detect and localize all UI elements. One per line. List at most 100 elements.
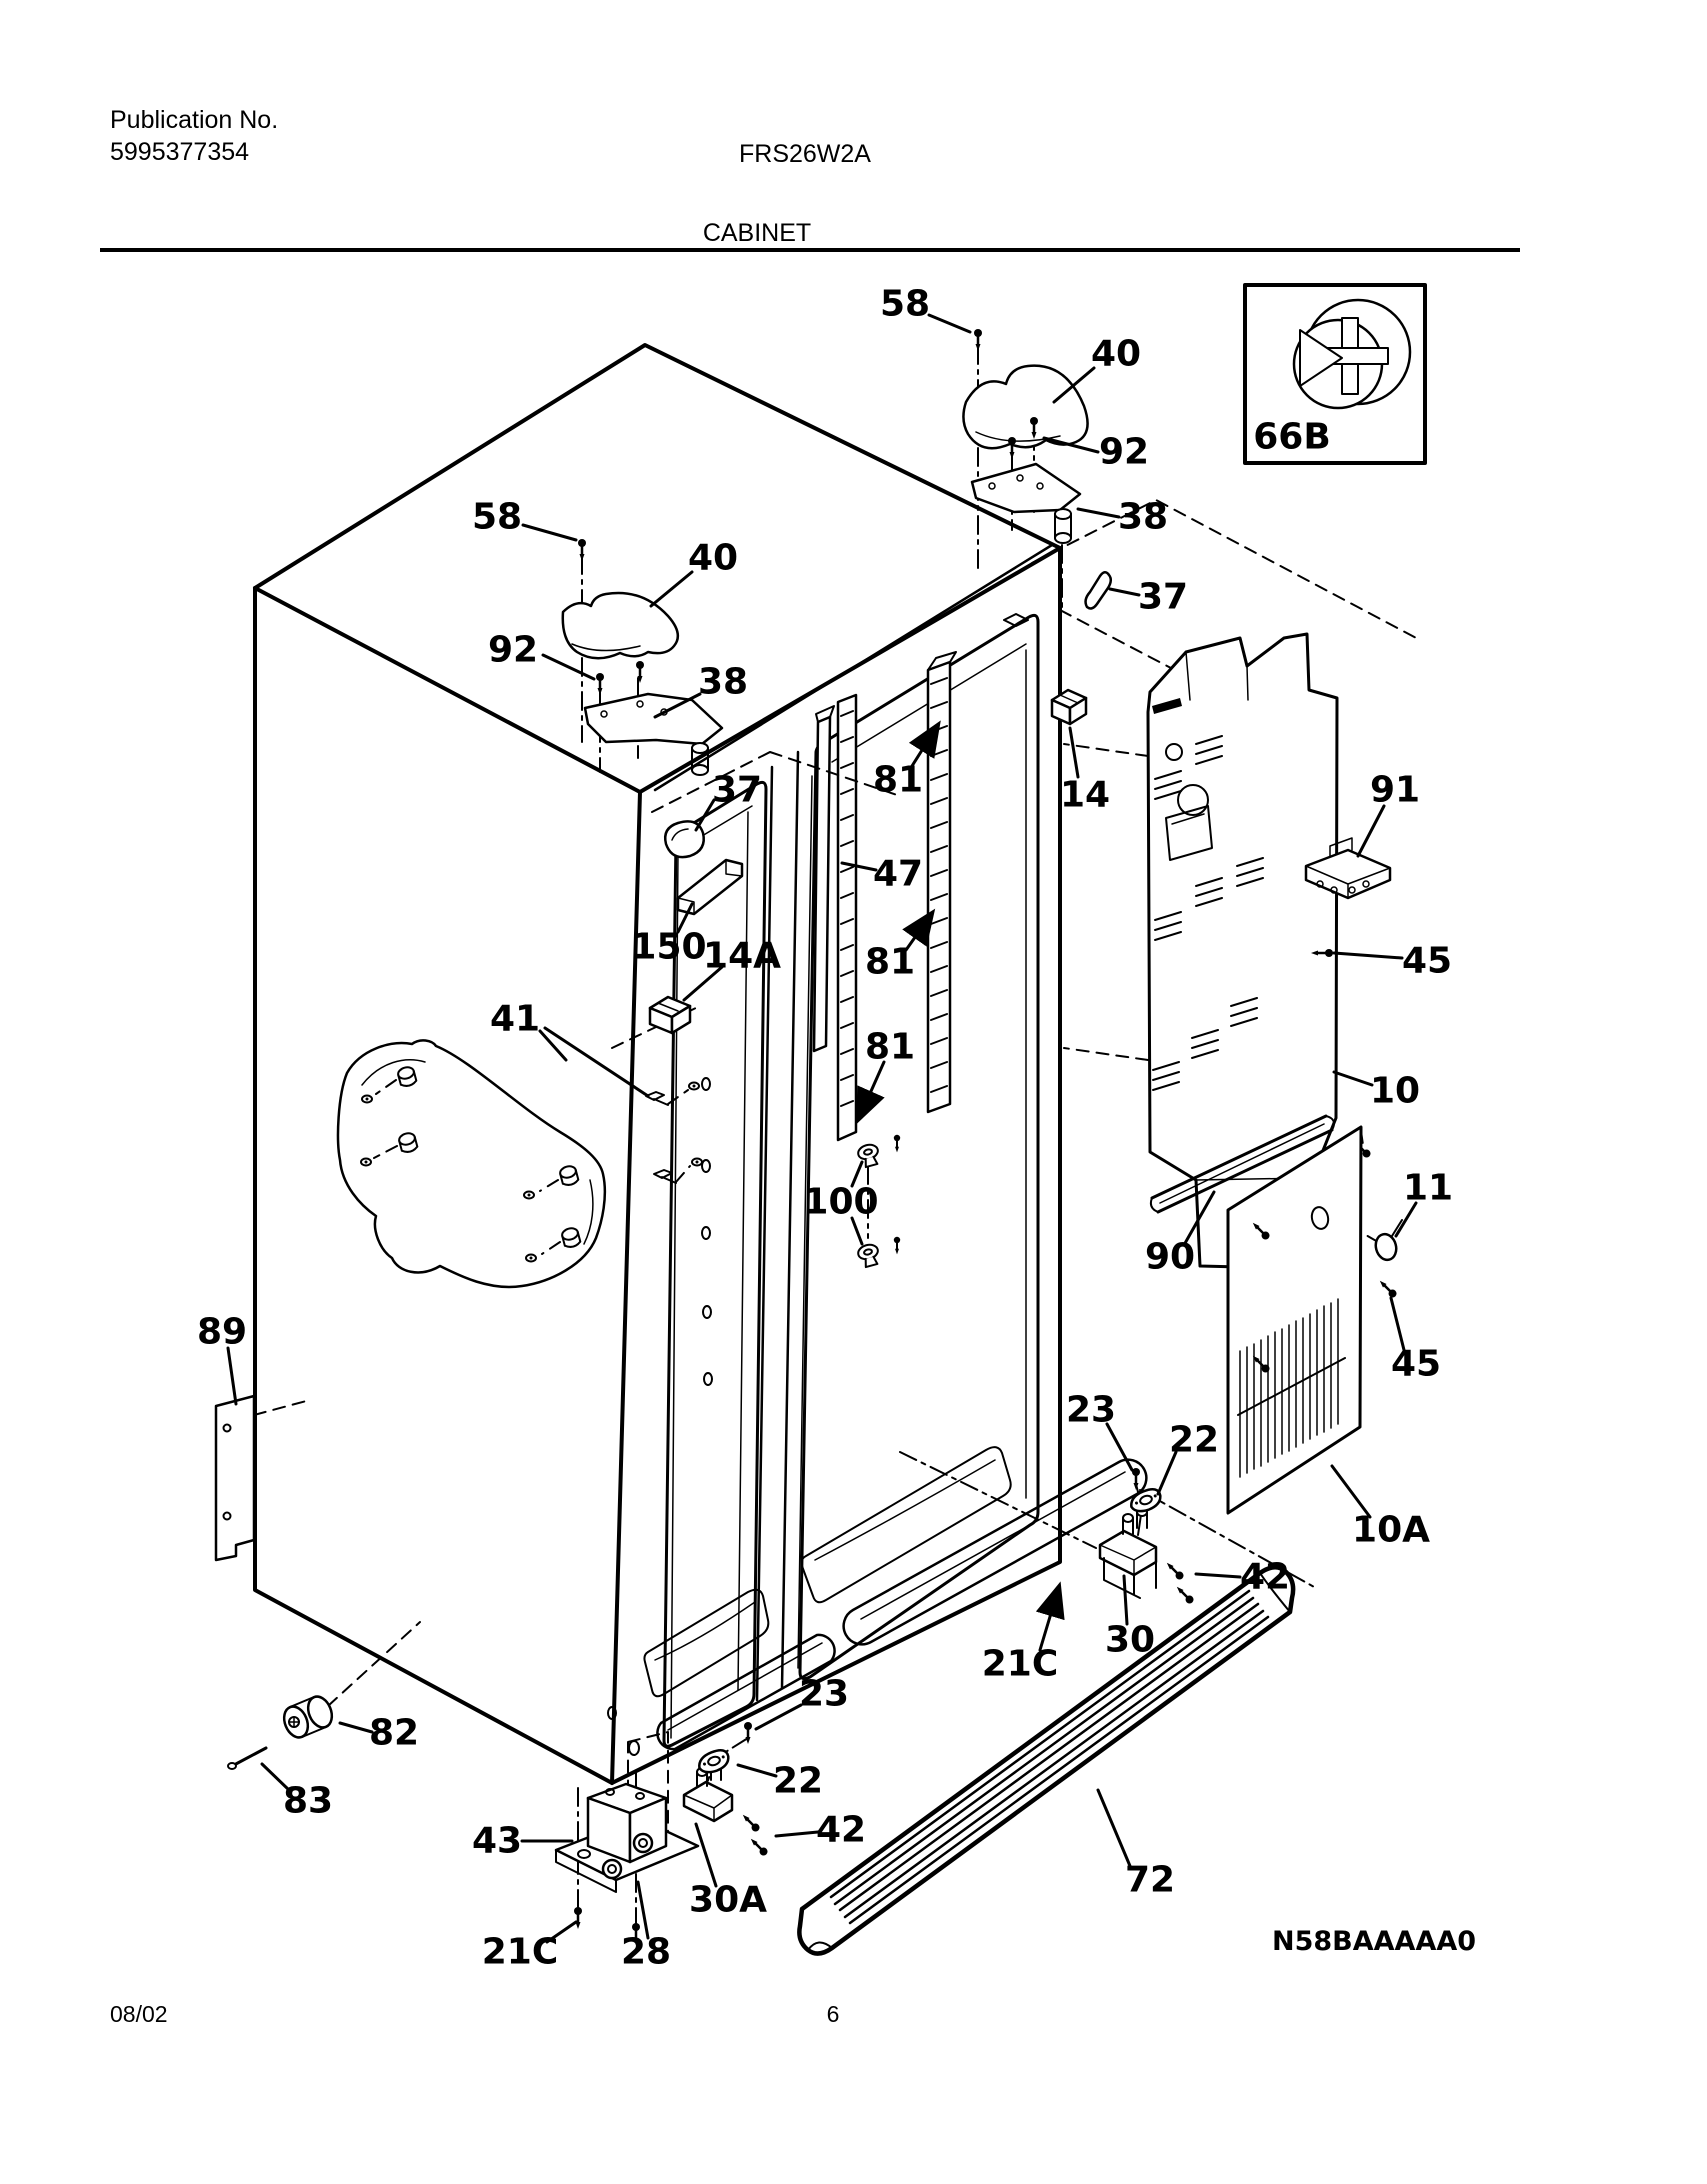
leader-100 xyxy=(850,1216,864,1246)
part-label-81-middle: 81 xyxy=(865,942,915,983)
grille-ribs xyxy=(829,1589,1270,1925)
screw-23-right xyxy=(1130,1466,1142,1492)
leader-41 xyxy=(538,1029,568,1062)
rail-rungs-left xyxy=(840,710,854,1107)
part-label-37-right: 37 xyxy=(1138,577,1188,618)
part-label-10: 10 xyxy=(1370,1071,1420,1112)
leader-28 xyxy=(636,1880,650,1940)
toe-grille-72 xyxy=(797,1565,1296,1956)
screw-92-right-a xyxy=(1006,435,1018,461)
page-footer: N58BAAAAA0 08/02 6 xyxy=(110,1926,1476,2027)
part-label-90: 90 xyxy=(1145,1237,1195,1278)
leader-10A xyxy=(1330,1464,1372,1519)
drawing-number: N58BAAAAA0 xyxy=(1272,1926,1476,1957)
leader-81-middle xyxy=(902,908,936,952)
part-label-14A: 14A xyxy=(703,936,781,977)
inset-66B xyxy=(1243,283,1427,465)
bracket-91 xyxy=(1304,837,1392,900)
part-label-100: 100 xyxy=(803,1182,878,1223)
leader-92-left xyxy=(541,653,596,681)
model-number: FRS26W2A xyxy=(739,140,871,168)
leader-45-lower xyxy=(1389,1296,1406,1352)
roller-82 xyxy=(282,1695,334,1739)
part-label-23-left: 23 xyxy=(799,1674,849,1715)
publication-label: Publication No. xyxy=(110,106,278,134)
bracket-43-28 xyxy=(554,1782,700,1893)
leader-89 xyxy=(226,1346,238,1406)
leader-14 xyxy=(1068,726,1080,779)
part-label-72: 72 xyxy=(1125,1860,1175,1901)
leader-22-left xyxy=(736,1763,778,1778)
leader-38-left xyxy=(653,692,702,719)
part-label-150: 150 xyxy=(631,927,706,968)
hinge-cover-40-right xyxy=(962,364,1089,450)
leader-150 xyxy=(676,902,694,934)
part-label-92-left: 92 xyxy=(488,630,538,671)
leader-81-lower xyxy=(856,1060,886,1125)
pin-37-right xyxy=(1084,571,1112,610)
block-14A xyxy=(648,995,692,1035)
part-label-28: 28 xyxy=(621,1932,671,1973)
part-label-21C-right: 21C xyxy=(982,1644,1059,1685)
section-title: CABINET xyxy=(703,219,811,247)
hinge-38-right xyxy=(970,462,1082,514)
leader-22-right xyxy=(1156,1450,1178,1496)
rear-panel-10A xyxy=(1226,1125,1403,1515)
leader-30 xyxy=(1122,1574,1129,1626)
leader-11 xyxy=(1394,1201,1418,1238)
gasket-41 xyxy=(336,1039,703,1289)
leader-23-right xyxy=(1105,1422,1134,1472)
leader-58-top-right xyxy=(927,313,972,334)
leader-37-left xyxy=(694,798,716,832)
screw-58-right xyxy=(972,327,984,353)
leader-21C-right xyxy=(1035,1581,1065,1652)
leader-45-upper xyxy=(1332,951,1404,960)
part-label-91: 91 xyxy=(1370,770,1420,811)
part-label-45-lower: 45 xyxy=(1391,1344,1441,1385)
leader-41 xyxy=(543,1026,650,1098)
screw-42-left-a xyxy=(738,1810,763,1835)
leader-42-right xyxy=(1194,1572,1242,1579)
part-label-42-left: 42 xyxy=(816,1810,866,1851)
leader-72 xyxy=(1096,1788,1132,1868)
bottom-hardware-left xyxy=(227,1695,771,1947)
part-label-47: 47 xyxy=(873,854,923,895)
screw-42-right-b xyxy=(1172,1582,1197,1607)
leader-40-top-right xyxy=(1052,366,1096,404)
leader-38-right xyxy=(1076,507,1121,519)
part-label-23-right: 23 xyxy=(1066,1390,1116,1431)
part-label-40-top-right: 40 xyxy=(1091,334,1141,375)
leader-21C-left xyxy=(545,1920,578,1944)
grommet-22-left xyxy=(694,1746,733,1777)
bracket-30 xyxy=(1098,1507,1158,1599)
leader-30A xyxy=(694,1822,718,1888)
part-label-92-right: 92 xyxy=(1099,432,1149,473)
footer-page-number: 6 xyxy=(827,2001,840,2027)
leader-37-right xyxy=(1108,587,1141,597)
leader-81-upper xyxy=(908,720,941,768)
part-label-14: 14 xyxy=(1060,775,1110,816)
screw-21C-left-a xyxy=(572,1905,584,1931)
leader-92-right xyxy=(1042,436,1100,454)
part-label-58-top-right: 58 xyxy=(880,284,930,325)
part-label-45-upper: 45 xyxy=(1402,941,1452,982)
screw-58-left xyxy=(576,537,588,563)
screw-92-left-a xyxy=(594,671,606,697)
leader-42-left xyxy=(774,1830,820,1838)
screw-42-right-a xyxy=(1162,1558,1187,1583)
screw-42-left-b xyxy=(746,1834,771,1859)
part-label-30: 30 xyxy=(1105,1620,1155,1661)
part-label-82: 82 xyxy=(369,1713,419,1754)
part-label-43: 43 xyxy=(472,1821,522,1862)
part-label-21C-left: 21C xyxy=(482,1932,559,1973)
part-label-41: 41 xyxy=(490,999,540,1040)
stud-screw-b xyxy=(892,1235,902,1256)
page-header: Publication No. 5995377354 FRS26W2A CABI… xyxy=(100,106,1520,252)
part-label-22-left: 22 xyxy=(773,1761,823,1802)
top-hardware-left xyxy=(561,537,744,1035)
leader-10 xyxy=(1332,1070,1374,1087)
leader-58-top-left xyxy=(521,523,578,542)
